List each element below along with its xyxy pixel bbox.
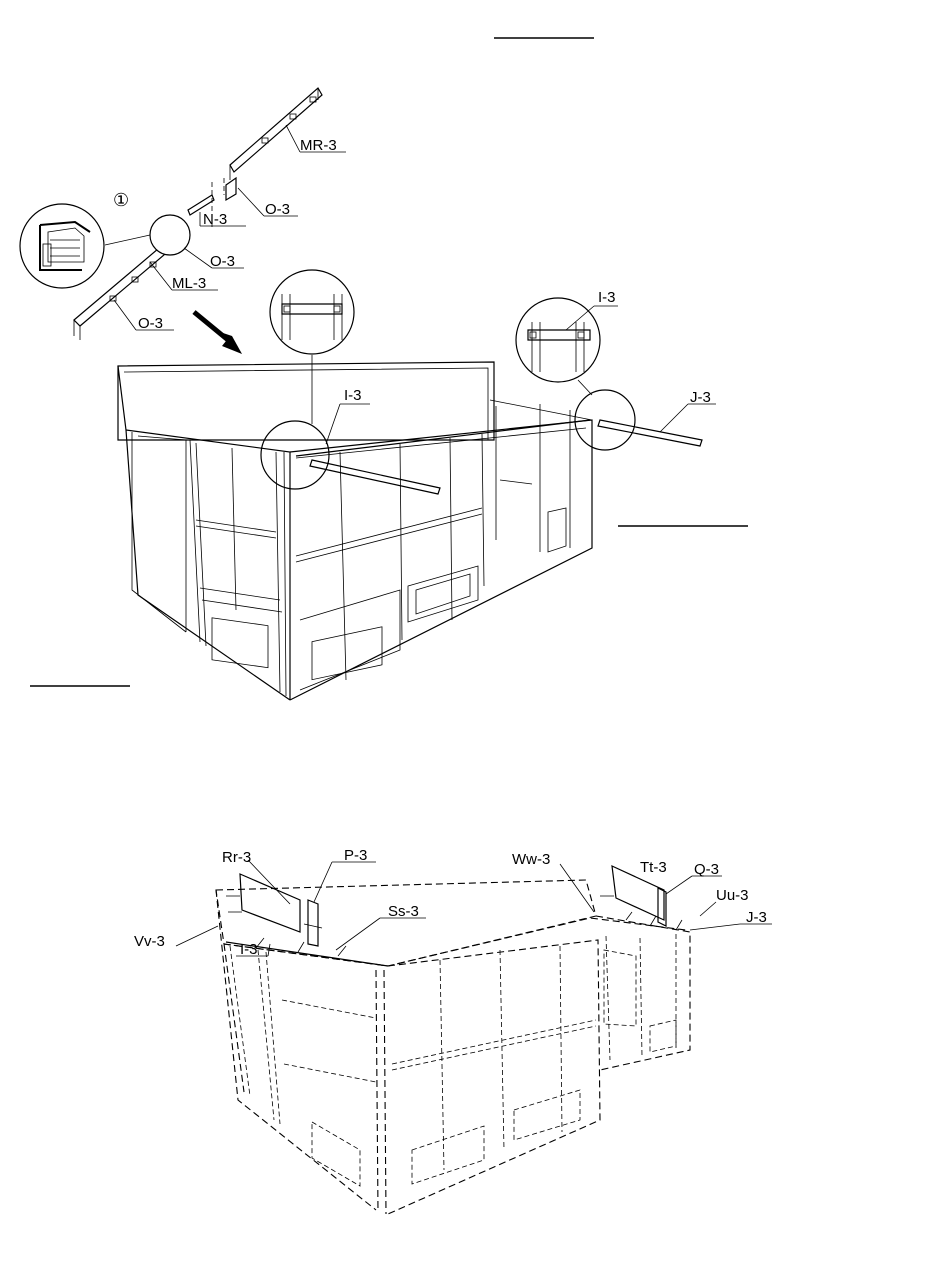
label-p3: P-3 <box>344 847 367 864</box>
label-o3-mid: O-3 <box>210 253 235 270</box>
label-uu3: Uu-3 <box>716 887 749 904</box>
label-j3-step2: J-3 <box>746 909 767 926</box>
greenhouse-frame-step1: I-3 I-3 J-3 <box>118 270 716 700</box>
roof-bar <box>310 460 440 494</box>
label-i3-left: I-3 <box>344 387 362 404</box>
greenhouse-frame-step2: Rr-3 P-3 Ww-3 Tt-3 Q-3 Uu-3 J-3 Ss-3 Vv-… <box>134 847 772 1214</box>
clip-q3 <box>658 888 666 926</box>
label-i3-step2: I-3 <box>240 941 258 958</box>
label-o3-bottom: O-3 <box>138 315 163 332</box>
label-i3-right: I-3 <box>598 289 616 306</box>
label-mr3: MR-3 <box>300 137 337 154</box>
label-ww3: Ww-3 <box>512 851 550 868</box>
label-ml3: ML-3 <box>172 275 206 292</box>
connector-o3-top <box>226 178 236 200</box>
label-j3-step1: J-3 <box>690 389 711 406</box>
label-vv3: Vv-3 <box>134 933 165 950</box>
detail-ring-right <box>575 390 635 450</box>
step-marker: ① <box>113 190 129 210</box>
clip-p3 <box>308 900 318 946</box>
rail-mr3 <box>230 88 322 172</box>
label-o3-top: O-3 <box>265 201 290 218</box>
label-rr3: Rr-3 <box>222 849 251 866</box>
detail-ring-left <box>261 421 329 489</box>
label-tt3: Tt-3 <box>640 859 667 876</box>
label-q3: Q-3 <box>694 861 719 878</box>
detail-circle-profile <box>20 204 104 288</box>
direction-arrow <box>194 312 242 354</box>
label-ss3: Ss-3 <box>388 903 419 920</box>
label-n3: N-3 <box>203 211 227 228</box>
detail-ring-small <box>150 215 190 255</box>
rod-j3 <box>598 420 702 446</box>
